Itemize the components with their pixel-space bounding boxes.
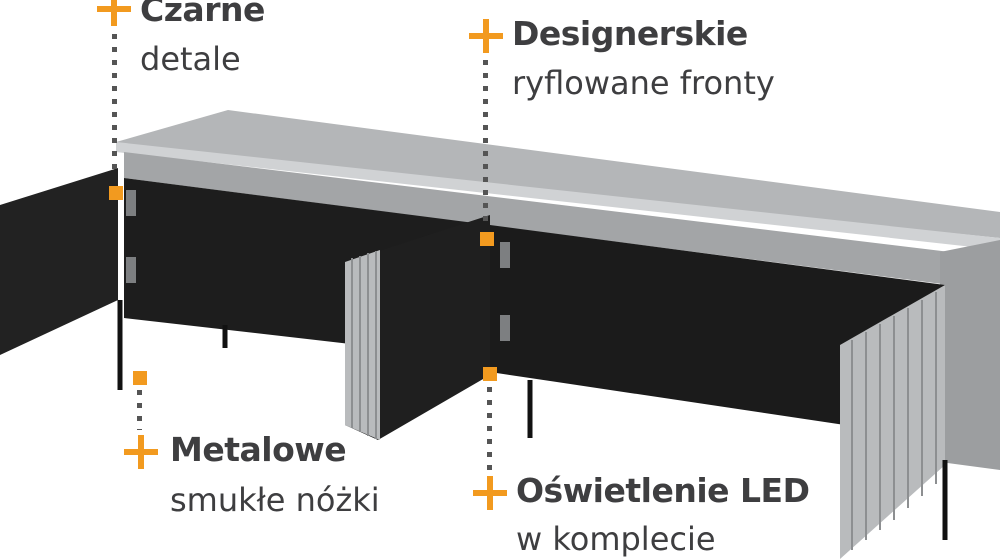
middle-door xyxy=(345,215,490,440)
feature-subtitle: smukłe nóżki xyxy=(170,481,380,519)
feature-title: Czarne xyxy=(140,0,265,29)
dotted-leader xyxy=(483,60,488,225)
dotted-leader xyxy=(112,34,117,174)
plus-icon xyxy=(97,0,131,26)
left-door xyxy=(0,168,118,355)
led-rail xyxy=(124,152,950,285)
cabinet-top-edge xyxy=(116,142,1000,250)
hinges xyxy=(126,190,510,341)
cabinet-interior-right xyxy=(490,225,945,440)
cabinet-side xyxy=(940,240,1000,470)
marker-square xyxy=(483,367,497,381)
plus-icon xyxy=(124,435,158,469)
dotted-leader xyxy=(487,387,492,475)
feature-subtitle: detale xyxy=(140,40,241,78)
feature-subtitle: ryflowane fronty xyxy=(512,64,775,102)
dotted-leader xyxy=(137,390,142,430)
plus-icon xyxy=(473,476,507,510)
feature-title: Designerskie xyxy=(512,14,748,53)
feature-title: Metalowe xyxy=(170,430,347,469)
middle-door-flutes xyxy=(345,250,380,440)
plus-icon xyxy=(469,19,503,53)
marker-square xyxy=(109,186,123,200)
feature-title: Oświetlenie LED xyxy=(516,471,810,510)
marker-square xyxy=(133,371,147,385)
marker-square xyxy=(480,232,494,246)
cabinet-top xyxy=(116,110,1000,238)
metal-legs xyxy=(117,300,948,540)
feature-subtitle: w komplecie xyxy=(516,520,716,558)
